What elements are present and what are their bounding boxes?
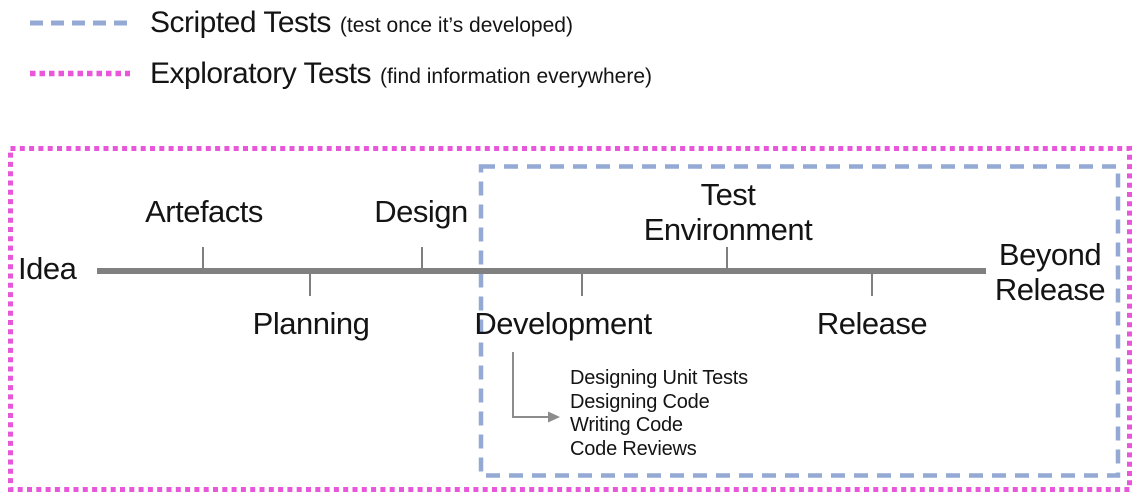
development-details-list: Designing Unit Tests Designing Code Writ… bbox=[570, 367, 748, 461]
exploratory-tests-region bbox=[8, 146, 1132, 492]
scripted-tests-line-swatch bbox=[30, 20, 130, 26]
milestone-label-artefacts: Artefacts bbox=[145, 194, 263, 229]
milestone-label-beyond-release: Beyond Release bbox=[994, 237, 1106, 307]
development-detail-item: Designing Code bbox=[570, 390, 710, 413]
development-detail-item: Code Reviews bbox=[570, 437, 697, 460]
development-details-arrow bbox=[512, 352, 549, 418]
development-detail-item: Writing Code bbox=[570, 414, 683, 436]
milestone-label-idea: Idea bbox=[18, 251, 77, 286]
scripted-tests-label: Scripted Tests bbox=[150, 6, 331, 39]
legend-scripted-tests: Scripted Tests (test once it’s developed) bbox=[150, 6, 573, 40]
exploratory-tests-note: (find information everywhere) bbox=[380, 65, 652, 88]
development-detail-item: Designing Unit Tests bbox=[570, 367, 748, 389]
scripted-tests-note: (test once it’s developed) bbox=[339, 14, 573, 37]
scripted-tests-region bbox=[478, 164, 1121, 478]
milestone-label-planning: Planning bbox=[252, 306, 370, 341]
arrowhead-icon bbox=[548, 411, 560, 423]
exploratory-tests-line-swatch bbox=[30, 70, 130, 77]
milestone-label-release: Release bbox=[816, 306, 928, 341]
milestone-label-development: Development bbox=[474, 306, 652, 341]
milestone-label-test-environment: Test Environment bbox=[643, 177, 813, 247]
legend-exploratory-tests: Exploratory Tests (find information every… bbox=[150, 57, 652, 91]
exploratory-tests-label: Exploratory Tests bbox=[150, 57, 372, 90]
milestone-label-design: Design bbox=[374, 194, 468, 229]
